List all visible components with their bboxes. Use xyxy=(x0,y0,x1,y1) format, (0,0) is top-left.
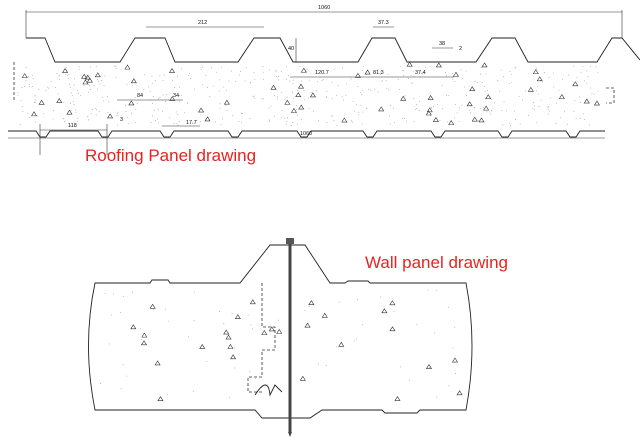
dim-d2: 81.3 xyxy=(373,70,384,76)
dim-b4: 17.7 xyxy=(186,120,197,126)
roofing-panel-title: Roofing Panel drawing xyxy=(85,146,257,165)
wall-panel-drawing xyxy=(88,238,473,437)
dim-b5: 3 xyxy=(120,117,123,123)
bottom-skin-profile xyxy=(8,130,605,138)
dim-d1: 120.7 xyxy=(315,70,329,76)
dim-rib-top: 37.3 xyxy=(378,20,389,26)
dim-d3: 37.4 xyxy=(415,70,426,76)
dim-rib-pitch: 212 xyxy=(198,20,207,26)
top-skin-profile xyxy=(26,37,640,63)
foam-core-texture xyxy=(17,61,601,127)
dim-d4: 38 xyxy=(439,41,445,47)
dim-b1: 84 xyxy=(137,93,143,99)
dim-rib-height: 40 xyxy=(288,46,294,52)
wall-panel-title: Wall panel drawing xyxy=(365,253,508,272)
dim-b2: 34 xyxy=(173,93,179,99)
dim-d5: 2 xyxy=(459,46,462,52)
dim-overall-bottom: 1060 xyxy=(300,131,312,137)
dim-overall-top: 1060 xyxy=(318,5,330,11)
dim-b3: 118 xyxy=(68,123,77,129)
